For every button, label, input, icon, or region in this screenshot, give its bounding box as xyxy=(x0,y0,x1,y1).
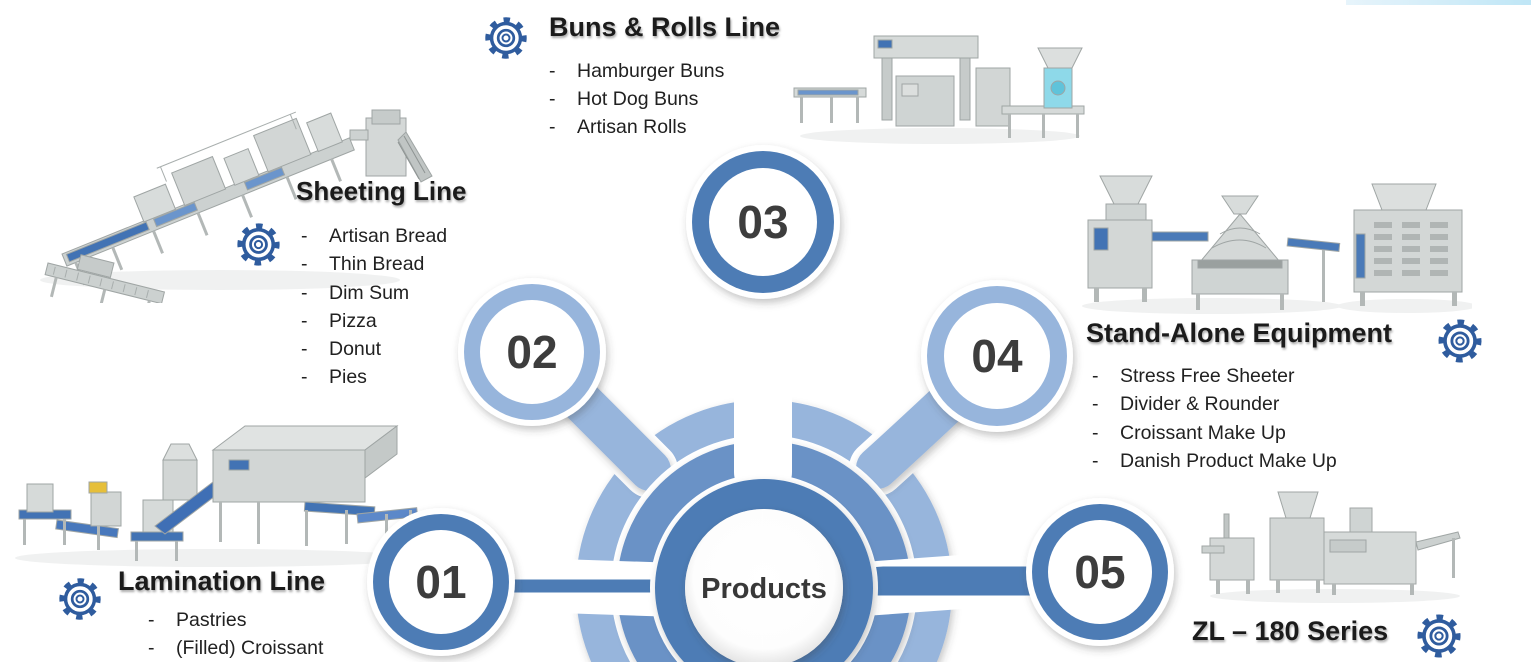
node-number-02: 02 xyxy=(506,326,557,378)
gear-icon xyxy=(55,574,105,624)
stand-alone-items: -Stress Free Sheeter -Divider & Rounder … xyxy=(1092,362,1392,476)
list-item-label: Hamburger Buns xyxy=(577,60,725,82)
list-dash: - xyxy=(148,609,155,631)
lamination-items: -Pastries -(Filled) Croissant xyxy=(148,606,325,662)
hub-inner-ring xyxy=(650,474,878,662)
top-edge-artifact xyxy=(1346,0,1531,5)
sheeting-items: -Artisan Bread -Thin Bread -Dim Sum -Piz… xyxy=(301,222,466,392)
list-item: -Pizza xyxy=(301,307,466,335)
list-dash: - xyxy=(1092,450,1099,473)
sheeting-title: Sheeting Line xyxy=(296,176,467,206)
list-item: -Croissant Make Up xyxy=(1092,419,1392,447)
list-item-label: Donut xyxy=(329,338,382,361)
list-item-label: (Filled) Croissant xyxy=(176,637,324,659)
stand-alone-equipment-illustration xyxy=(1082,175,1472,314)
list-dash: - xyxy=(549,60,556,82)
node-number-03: 03 xyxy=(737,196,788,248)
list-item: -(Filled) Croissant xyxy=(148,634,325,662)
zl-180-machine-parts xyxy=(1201,491,1461,595)
section-zl-180: ZL – 180 Series xyxy=(1192,616,1388,647)
list-item-label: Pizza xyxy=(329,309,377,332)
lamination-line-illustration xyxy=(15,425,419,567)
list-item-label: Artisan Rolls xyxy=(577,116,687,138)
lamination-title: Lamination Line xyxy=(118,566,326,596)
section-sheeting: Sheeting Line -Artisan Bread -Thin Bread… xyxy=(296,176,466,392)
buns-machine-parts xyxy=(793,35,1085,138)
node-circle-05: 05 xyxy=(1026,498,1174,646)
stand-alone-machine-parts xyxy=(1087,175,1463,310)
lamination-machine-parts xyxy=(18,425,419,561)
list-item-label: Croissant Make Up xyxy=(1120,421,1286,444)
list-item-label: Dim Sum xyxy=(329,281,410,304)
sheeting-machine-parts xyxy=(44,109,433,303)
node-number-05: 05 xyxy=(1074,546,1125,598)
list-dash: - xyxy=(301,366,308,389)
list-item: -Divider & Rounder xyxy=(1092,390,1392,418)
node-circle-02: 02 xyxy=(458,278,606,426)
list-item: -Hamburger Buns xyxy=(549,57,780,85)
gear-icon xyxy=(1434,315,1486,367)
node-circle-03: 03 xyxy=(686,145,840,299)
section-lamination: Lamination Line -Pastries -(Filled) Croi… xyxy=(118,566,325,662)
list-item-label: Stress Free Sheeter xyxy=(1120,365,1295,387)
section-stand-alone: Stand-Alone Equipment -Stress Free Sheet… xyxy=(1086,318,1392,476)
list-dash: - xyxy=(148,637,155,659)
list-item: -Stress Free Sheeter xyxy=(1092,362,1392,390)
buns-rolls-line-illustration xyxy=(793,35,1085,144)
buns-rolls-title: Buns & Rolls Line xyxy=(549,12,781,42)
zl-180-series-illustration xyxy=(1201,491,1461,603)
list-dash: - xyxy=(1092,365,1099,387)
gear-icon xyxy=(481,13,531,63)
list-dash: - xyxy=(1092,393,1099,416)
list-item: -Pastries xyxy=(148,606,325,634)
buns-rolls-items: -Hamburger Buns -Hot Dog Buns -Artisan R… xyxy=(549,57,780,141)
list-dash: - xyxy=(301,225,308,247)
list-dash: - xyxy=(301,338,308,361)
list-item-label: Artisan Bread xyxy=(329,225,448,247)
list-item: -Thin Bread xyxy=(301,250,466,278)
sheeting-line-illustration xyxy=(40,109,433,303)
list-dash: - xyxy=(301,253,308,276)
stand-alone-title: Stand-Alone Equipment xyxy=(1086,318,1392,348)
list-dash: - xyxy=(549,116,556,138)
list-item-label: Divider & Rounder xyxy=(1120,393,1280,416)
node-number-04: 04 xyxy=(971,330,1023,382)
list-dash: - xyxy=(301,309,308,332)
node-circle-01: 01 xyxy=(367,508,515,656)
node-circle-04: 04 xyxy=(921,280,1073,432)
list-item: -Hot Dog Buns xyxy=(549,85,780,113)
node-number-01: 01 xyxy=(415,556,466,608)
list-item-label: Pastries xyxy=(176,609,247,631)
list-item: -Pies xyxy=(301,363,466,391)
list-dash: - xyxy=(301,281,308,304)
list-item-label: Danish Product Make Up xyxy=(1120,450,1337,473)
list-item: -Dim Sum xyxy=(301,279,466,307)
section-buns-rolls: Buns & Rolls Line -Hamburger Buns -Hot D… xyxy=(549,12,780,141)
list-item-label: Hot Dog Buns xyxy=(577,88,699,110)
list-item: -Donut xyxy=(301,335,466,363)
list-dash: - xyxy=(549,88,556,110)
list-dash: - xyxy=(1092,421,1099,444)
list-item: -Artisan Rolls xyxy=(549,113,780,141)
list-item: -Artisan Bread xyxy=(301,222,466,250)
gear-icon xyxy=(233,219,284,270)
gear-icon xyxy=(1413,610,1465,662)
list-item-label: Pies xyxy=(329,366,367,389)
products-label: Products xyxy=(701,573,827,605)
products-hub: Products xyxy=(685,509,843,662)
list-item: -Danish Product Make Up xyxy=(1092,447,1392,475)
list-item-label: Thin Bread xyxy=(329,253,425,276)
zl-180-title: ZL – 180 Series xyxy=(1192,616,1389,646)
